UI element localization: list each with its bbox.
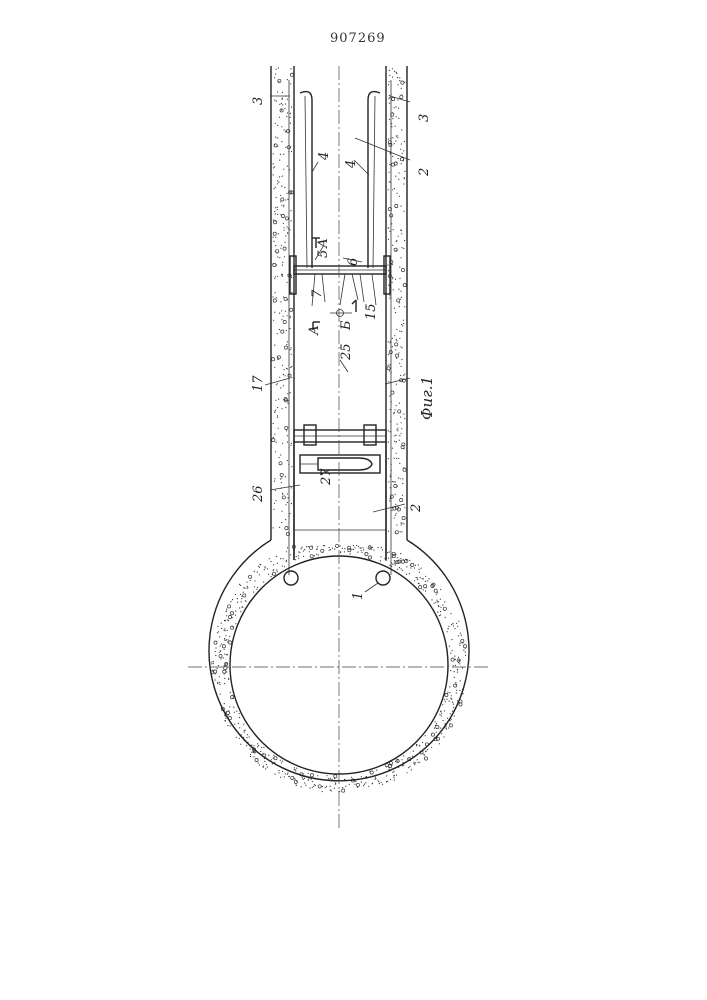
figure-caption: Фиг.1 [418, 376, 436, 420]
label-3-left: 3 [251, 97, 266, 105]
label-6: 6 [346, 258, 361, 266]
reference-numerals: 3 3 2 4 4 А 5 6 7 А Б 15 25 17 Фиг.1 26 … [251, 97, 436, 600]
label-section-a-top: А [316, 238, 331, 249]
label-26: 26 [251, 485, 266, 503]
label-section-a-lower: А [307, 325, 322, 336]
label-15: 15 [364, 303, 379, 320]
label-27: 27 [319, 468, 334, 486]
label-2-lower: 2 [409, 504, 424, 513]
label-4-right: 4 [344, 160, 359, 169]
label-2-upper: 2 [417, 168, 432, 177]
label-25: 25 [339, 343, 354, 361]
label-3-right: 3 [417, 114, 432, 122]
pipes [300, 92, 380, 268]
label-7: 7 [310, 289, 325, 298]
label-section-b: Б [339, 320, 354, 331]
center-lines [188, 66, 490, 830]
patent-number: 907269 [330, 31, 386, 46]
label-5: 5 [316, 250, 331, 258]
label-1: 1 [351, 592, 366, 600]
label-4-left: 4 [317, 152, 332, 161]
label-17: 17 [251, 375, 266, 392]
carriage [294, 425, 386, 560]
